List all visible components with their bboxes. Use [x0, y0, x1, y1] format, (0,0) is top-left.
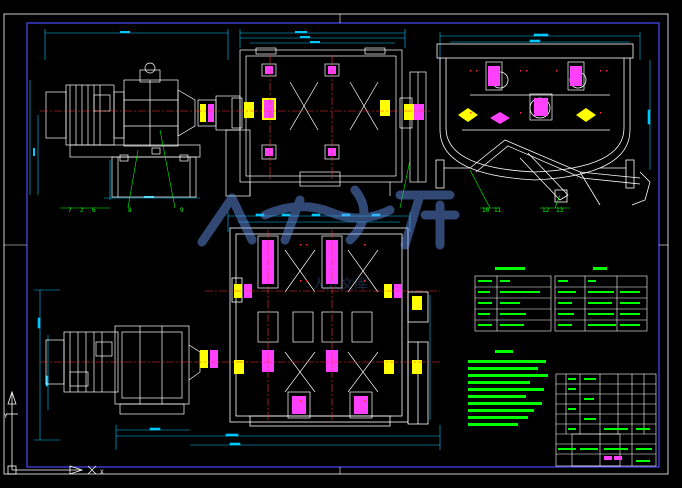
- side-callout-label: 12: [542, 207, 550, 214]
- front-callout-label: 8: [128, 207, 132, 214]
- front-callouts: 7 2 6 8 9: [68, 207, 184, 214]
- front-callout-leaders: [60, 129, 411, 209]
- side-mixer-body: [435, 43, 635, 189]
- ucs-x-label: X: [100, 469, 104, 476]
- technical-requirements-block: [468, 350, 548, 426]
- front-top-dimensions: [29, 29, 406, 200]
- front-elevation-view: 7 2 6 8 9: [29, 29, 430, 214]
- tech-table-2: [554, 267, 648, 332]
- outer-frame: [3, 13, 669, 475]
- plan-dimensions: [34, 212, 441, 450]
- front-callout-label: 2: [80, 207, 84, 214]
- tech-table-1-header-bar: [495, 267, 525, 270]
- front-base-frame: [69, 144, 201, 198]
- side-callouts: 10 11 12 13: [482, 207, 564, 214]
- side-callout-label: 13: [556, 207, 564, 214]
- side-linkage-arm: [469, 139, 651, 206]
- side-paddles: [458, 61, 610, 131]
- side-callout-label: 10: [482, 207, 490, 214]
- front-callout-label: 9: [180, 207, 184, 214]
- plan-reducer: [114, 325, 201, 415]
- ucs-axis-icon: [6, 390, 97, 475]
- plan-centerlines: [40, 230, 440, 420]
- drawing-frame: [3, 13, 669, 475]
- ucs-y-label: Y: [4, 413, 8, 420]
- side-center-marks: [470, 70, 608, 114]
- side-top-dimensions: [439, 32, 651, 170]
- watermark-logo-icon: [197, 185, 460, 250]
- front-callout-label: 7: [68, 207, 72, 214]
- plan-view: [34, 212, 441, 450]
- watermark-text: 人人文库: [312, 277, 368, 293]
- front-mixer-body: [231, 47, 427, 196]
- side-callout-leaders: [469, 169, 570, 209]
- side-callout-label: 11: [494, 207, 502, 214]
- plan-bolt-marks: [300, 244, 366, 402]
- tech-table-1: [474, 267, 552, 332]
- title-block: [555, 373, 657, 467]
- front-callout-label: 6: [92, 207, 96, 214]
- front-centerlines: [40, 55, 430, 180]
- plan-mixer-body: [229, 227, 429, 427]
- tech-table-2-header-bar: [593, 267, 607, 270]
- side-elevation-view: 10 11 12 13: [435, 32, 651, 214]
- front-reducer: [123, 62, 196, 147]
